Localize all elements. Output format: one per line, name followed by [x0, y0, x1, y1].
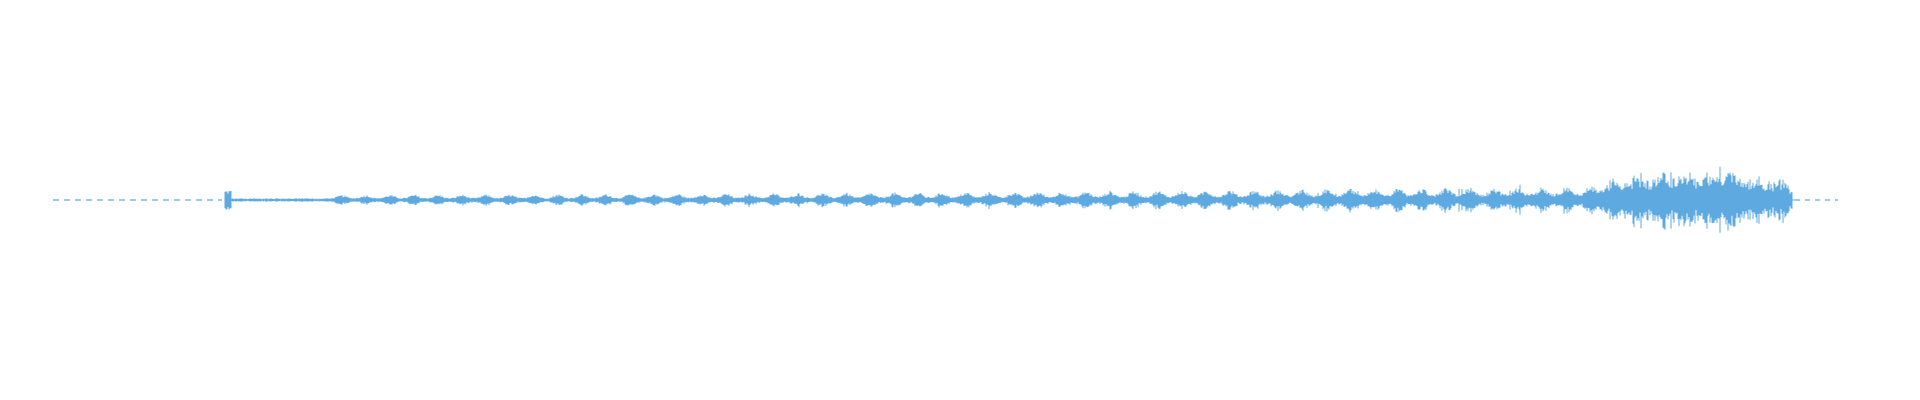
waveform-bars: [53, 166, 1838, 233]
